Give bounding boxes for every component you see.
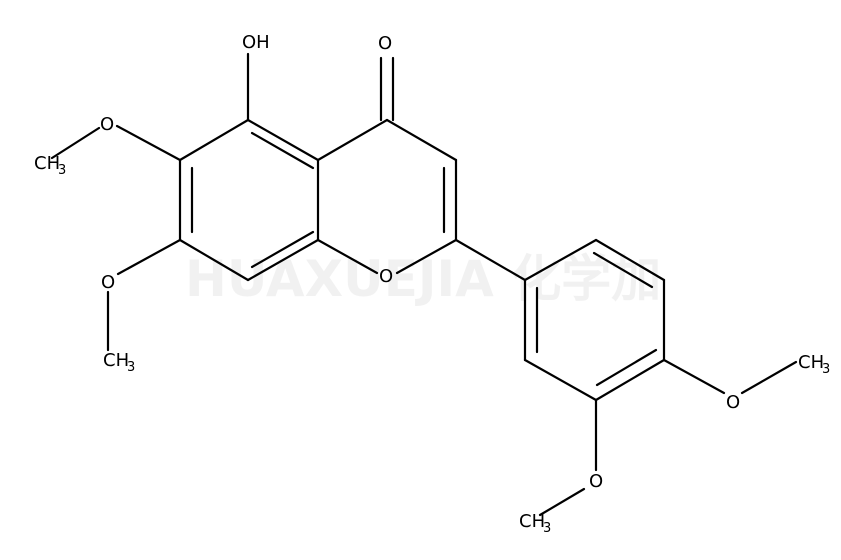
bond-c8a-c8-inner <box>250 230 315 269</box>
label-oh: OH <box>242 32 270 53</box>
label-meo6-o: O <box>100 114 114 135</box>
bond-c4a-c4 <box>316 118 389 162</box>
label-meo7-o: O <box>101 272 115 293</box>
bond-o-ch3 <box>50 126 101 160</box>
label-meo3p-ch: CH <box>519 511 545 532</box>
methoxy-7 <box>106 238 182 352</box>
label-meo7-ch: CH <box>103 350 129 371</box>
bond-c8-c7 <box>178 238 250 282</box>
bond-c3p-c2p <box>523 358 598 402</box>
bond-c7-o <box>116 238 182 276</box>
bond-o1-c8a <box>316 238 379 275</box>
ring-a <box>178 118 320 282</box>
label-meo4p-sub: 3 <box>822 362 830 377</box>
label-meo4p-o: O <box>726 392 740 413</box>
bond-o-ch3 <box>538 487 586 517</box>
bond-c4p-c3p-inner <box>595 348 658 387</box>
label-meo6-sub: 3 <box>58 163 66 178</box>
bond-c5-c4a <box>246 118 320 162</box>
bond-c2-c1p <box>454 238 527 282</box>
methoxy-4p <box>662 358 798 395</box>
ring-b <box>523 238 666 402</box>
label-meo7-sub: 3 <box>127 360 135 375</box>
label-carbonyl-o: O <box>378 33 392 54</box>
bond-c6-o <box>115 124 182 162</box>
label-meo4p-ch: CH <box>798 352 824 373</box>
bond-o-ch3 <box>740 360 798 395</box>
bond-c4p-c3p <box>594 358 666 402</box>
bond-c4-c3 <box>385 118 458 162</box>
bond-c6-c5 <box>178 118 250 162</box>
ring-c <box>316 118 458 275</box>
methoxy-6 <box>50 124 182 162</box>
bond-c2-o1 <box>395 238 458 275</box>
bond-c8a-c8 <box>246 238 320 282</box>
carbonyl <box>379 56 395 122</box>
bond-c6p-c5p <box>594 238 666 282</box>
bond-c5-c4a-inner <box>250 131 315 170</box>
bond-c4p-o <box>662 358 726 395</box>
methoxy-3p <box>538 398 598 517</box>
label-meo3p-sub: 3 <box>543 521 551 536</box>
label-meo6-ch: CH <box>34 153 60 174</box>
label-meo3p-o: O <box>589 471 603 492</box>
label-ring-o: O <box>379 266 393 287</box>
bond-c6p-c5p-inner <box>592 251 654 289</box>
bond-c1p-c6p <box>523 238 598 282</box>
